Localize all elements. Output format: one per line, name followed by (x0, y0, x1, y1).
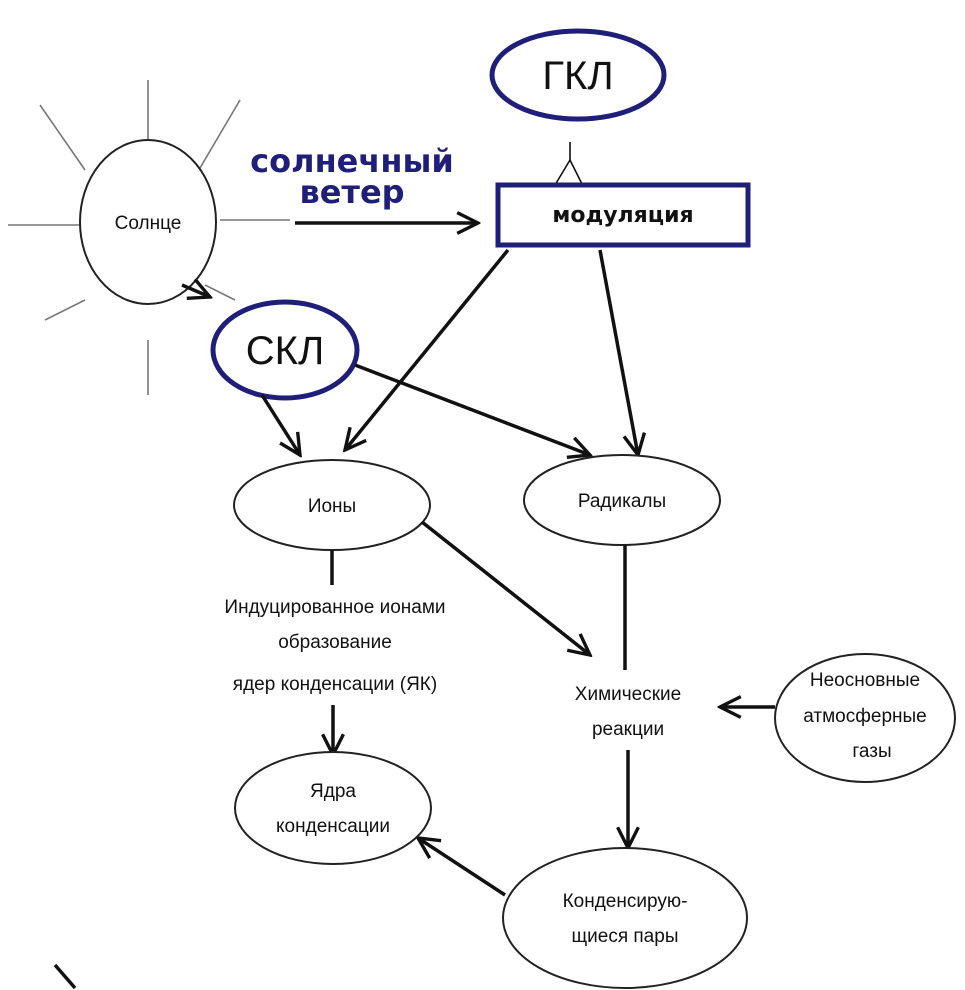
minor-gases-node (774, 653, 956, 783)
ions-label: Ионы (308, 496, 356, 517)
modulation-label: модуляция (552, 203, 693, 228)
gcr-node (489, 28, 667, 122)
scr-node (210, 299, 360, 401)
sun-node (79, 139, 217, 305)
chem-line-2: реакции (592, 719, 664, 740)
nuclei-line-1: Ядра (310, 781, 356, 802)
vapors-to-nuclei-arrow (418, 838, 506, 897)
nuclei-line-2: конденсации (276, 816, 390, 837)
modulation-to-ions-arrow (345, 248, 510, 450)
modulation-to-radicals-arrow (598, 249, 638, 455)
ion-induced-line-1: Индуцированное ионами (224, 597, 445, 618)
minor-gases-line-3: газы (852, 741, 891, 762)
chem-line-1: Химические (575, 684, 681, 705)
minor-gases-line-1: Неосновные (810, 670, 920, 691)
vapors-line-2: щиеся пары (572, 926, 679, 947)
radicals-label: Радикалы (578, 491, 666, 512)
ion-induced-line-2: образование (278, 632, 392, 653)
sun-to-scr-arrow (181, 285, 210, 297)
scr-label: СКЛ (246, 329, 324, 373)
ion-induced-line-3: ядер конденсации (ЯК) (233, 674, 437, 695)
nuclei-node (234, 751, 432, 865)
sun-label: Солнце (115, 213, 182, 234)
stray-mark (53, 963, 77, 990)
modulation-box (495, 182, 751, 248)
scr-to-ions-arrow (260, 394, 300, 455)
solar-wind-line-1: солнечный (250, 142, 454, 180)
minor-gases-line-2: атмосферные (803, 706, 926, 727)
ions-to-chem-arrow (420, 520, 590, 655)
vapors-line-1: Конденсирую- (563, 891, 688, 912)
gcr-label: ГКЛ (542, 54, 613, 98)
gcr-link-fork (551, 158, 586, 191)
scr-to-radicals-arrow (354, 363, 590, 455)
vapors-node (502, 847, 748, 989)
solar-wind-line-2: ветер (299, 173, 404, 211)
radicals-node (523, 454, 721, 546)
